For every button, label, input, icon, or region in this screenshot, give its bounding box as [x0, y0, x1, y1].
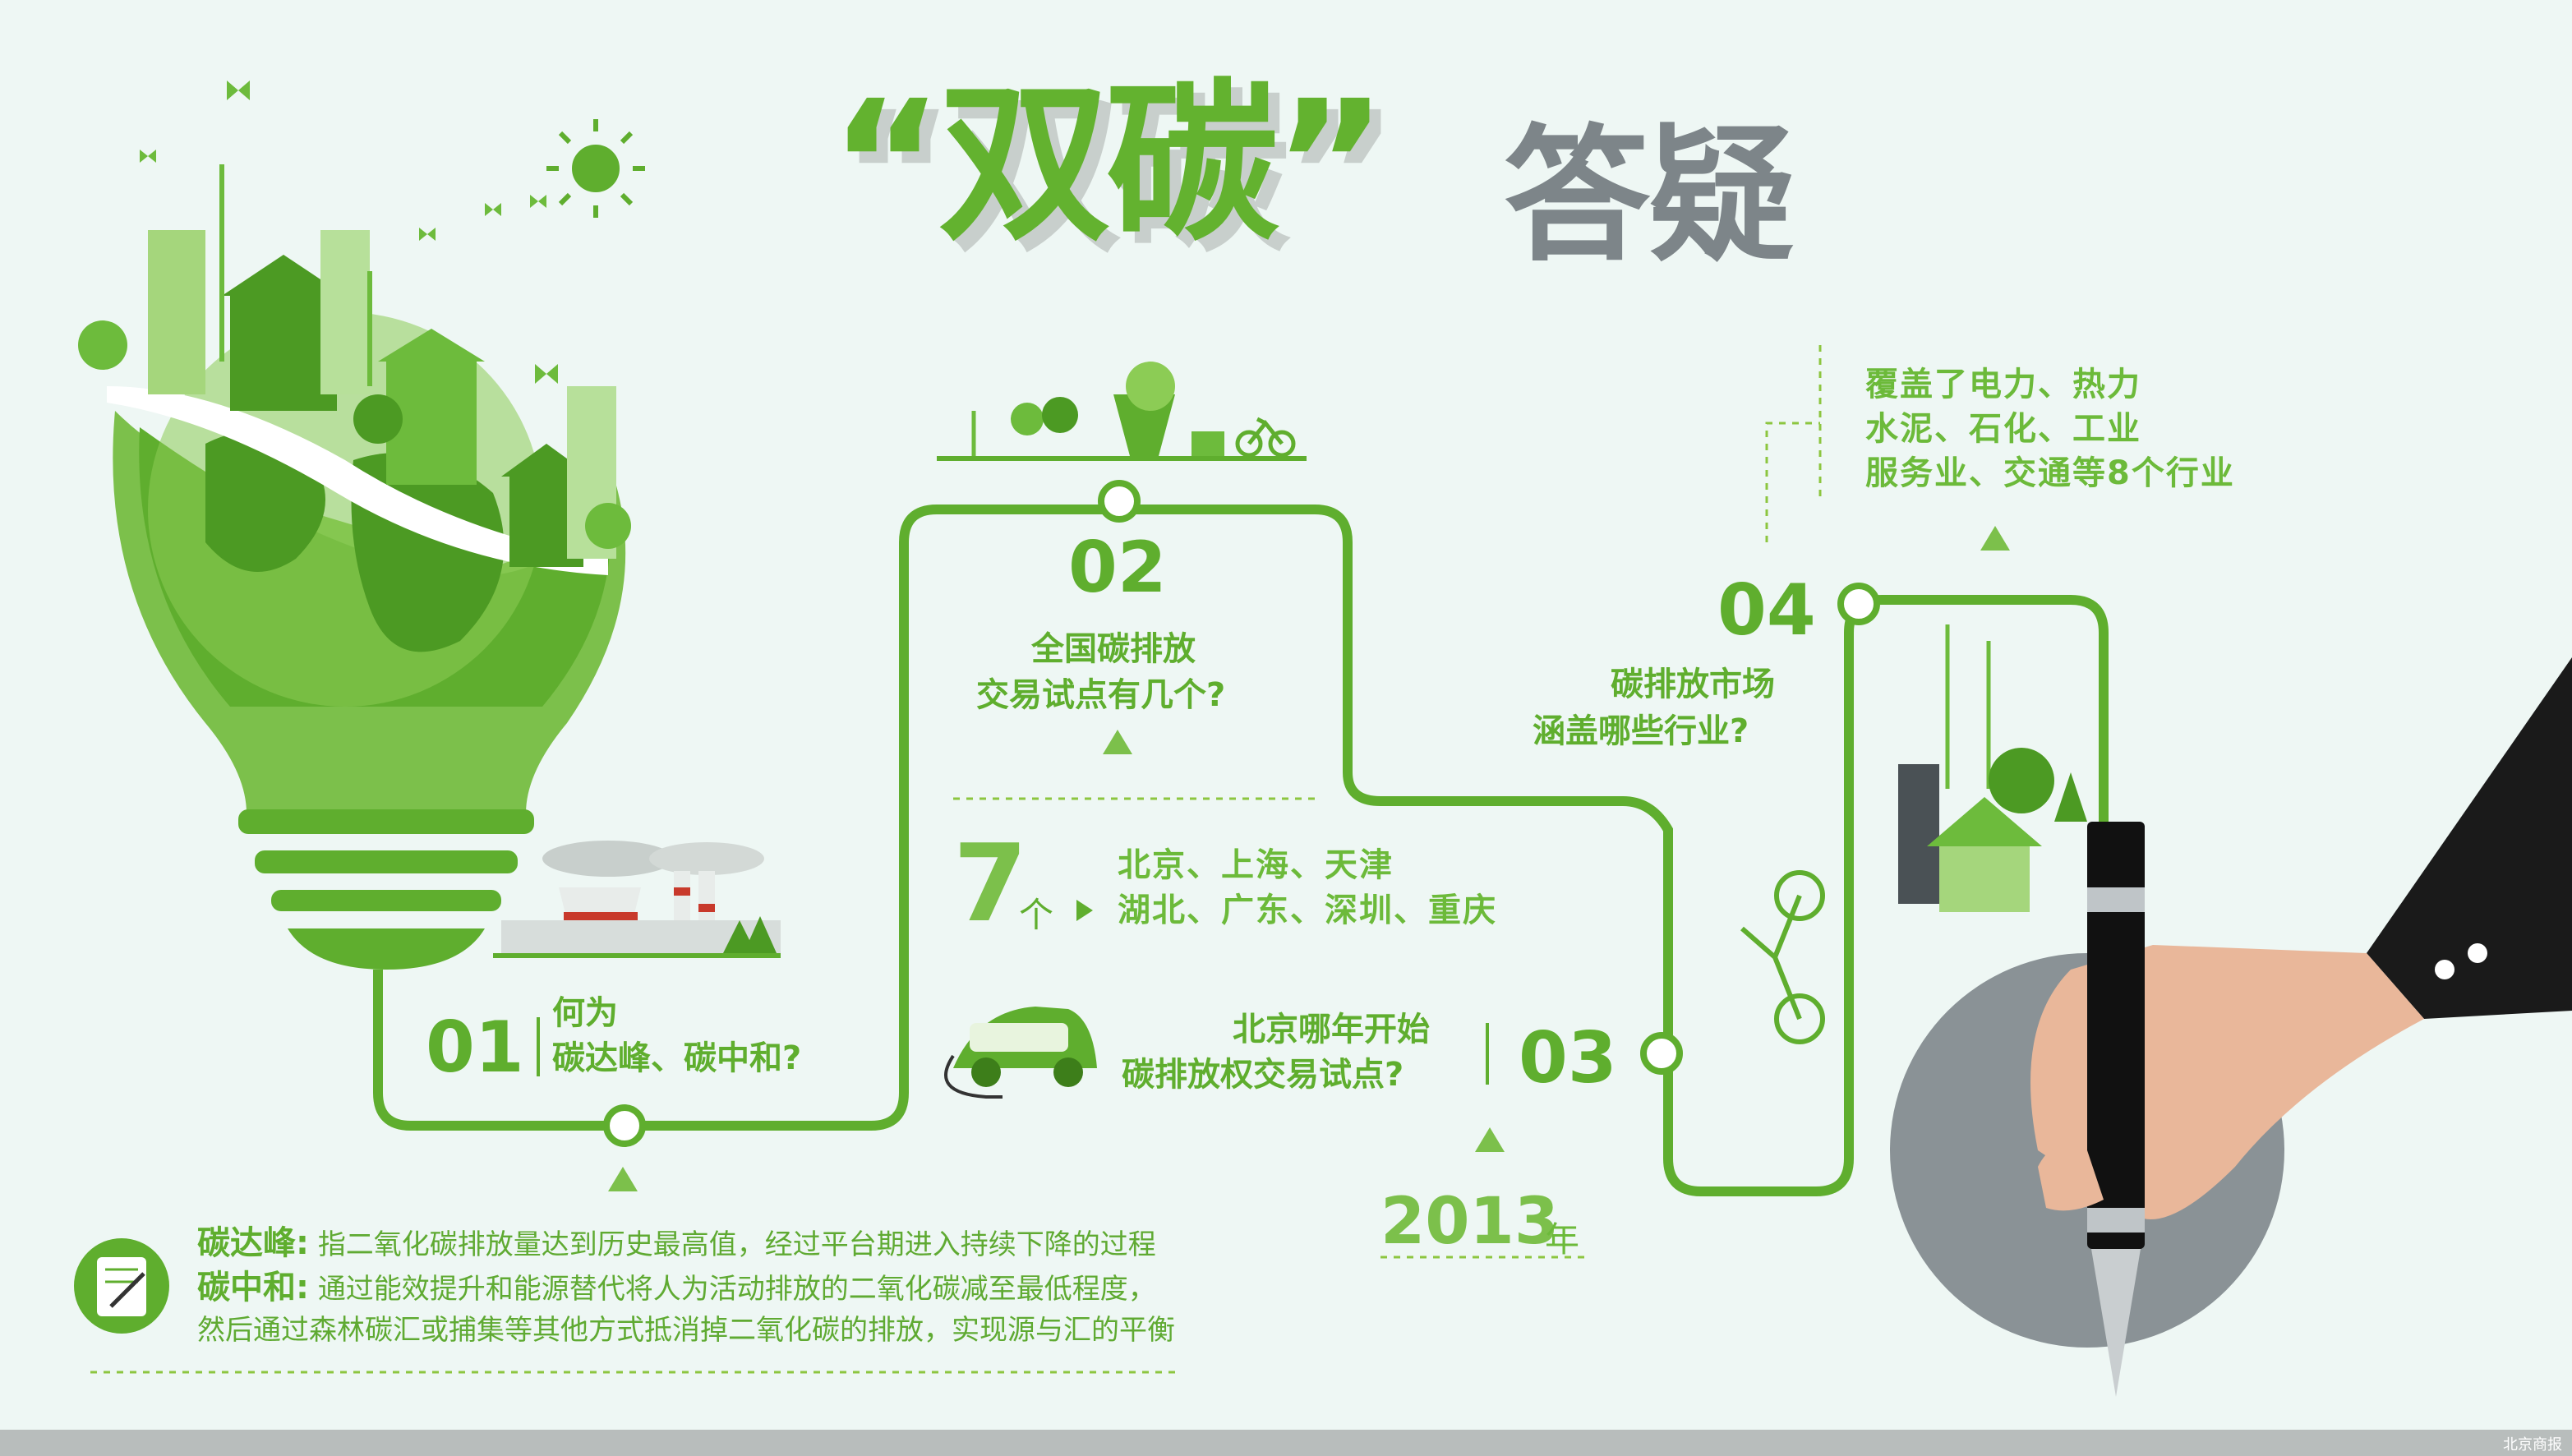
house-icon — [1898, 624, 2087, 912]
triangle-icon — [608, 1167, 638, 1191]
step-02-question-line2: 交易试点有几个? — [976, 676, 1226, 714]
arrow-icon — [1076, 900, 1093, 921]
triangle-icon — [1103, 730, 1132, 754]
title-quoted: “双碳” — [830, 63, 1387, 265]
credit-label: 北京商报 — [2503, 1436, 2562, 1454]
node-04 — [1837, 583, 1880, 625]
glossary-neutral-def2: 然后通过森林碳汇或捕集等其他方式抵消掉二氧化碳的排放，实现源与汇的平衡 — [197, 1314, 1175, 1347]
step-04-question-line1: 碳排放市场 — [1611, 666, 1775, 703]
butterfly-icon — [140, 81, 558, 384]
footer-bar — [0, 1430, 2572, 1456]
triangle-icon — [1475, 1127, 1505, 1152]
bicycle-icon — [1235, 417, 1296, 458]
glossary-peak: 碳达峰: 指二氧化碳排放量达到历史最高值，经过平台期进入持续下降的过程 — [197, 1224, 1156, 1264]
step-03-answer-year: 2013 — [1380, 1185, 1560, 1259]
step-02-answer-line2: 湖北、广东、深圳、重庆 — [1118, 892, 1497, 929]
step-04-number: 04 — [1717, 569, 1816, 652]
step-03-answer-unit: 年 — [1545, 1219, 1580, 1260]
step-04-answer-line3: 服务业、交通等8个行业 — [1865, 454, 2235, 492]
step-04-question-line2: 涵盖哪些行业? — [1533, 712, 1749, 750]
step-03-question-line1: 北京哪年开始 — [1233, 1011, 1430, 1048]
bicycle-icon — [1740, 870, 1825, 1044]
step-01-number: 01 — [426, 1007, 524, 1089]
step-02-number: 02 — [1068, 527, 1167, 609]
node-02 — [1098, 480, 1141, 523]
divider — [1765, 345, 1822, 542]
triangle-icon — [1980, 526, 2010, 551]
step-04-answer-line2: 水泥、石化、工业 — [1865, 410, 2141, 448]
node-01 — [603, 1104, 646, 1147]
step-02-question-line1: 全国碳排放 — [1031, 630, 1196, 668]
city-skyline — [78, 164, 631, 567]
node-03 — [1640, 1032, 1683, 1075]
step-02-answer-unit: 个 — [1019, 895, 1054, 935]
step-01-question-line2: 碳达峰、碳中和? — [552, 1039, 802, 1077]
glossary-neutral-def1: 通过能效提升和能源替代将人为活动排放的二氧化碳减至最低程度， — [317, 1273, 1156, 1306]
notepad-icon — [74, 1238, 169, 1334]
step-02-answer-number: 7 — [953, 821, 1028, 946]
glossary-neutral-term: 碳中和: — [197, 1269, 309, 1306]
glossary-peak-term: 碳达峰: — [197, 1224, 309, 1262]
hand-pen-icon — [1890, 657, 2572, 1397]
step-02-answer-line1: 北京、上海、天津 — [1118, 846, 1394, 884]
step-04-answer-line1: 覆盖了电力、热力 — [1865, 366, 2141, 403]
factory-icon — [493, 841, 781, 958]
title-rest: 答疑 — [1504, 111, 1795, 281]
landscape-icon — [937, 362, 1307, 461]
sun-icon — [546, 119, 645, 218]
electric-car-icon — [944, 1007, 1097, 1099]
step-03-question-line2: 碳排放权交易试点? — [1122, 1056, 1404, 1094]
glossary-neutral: 碳中和: 通过能效提升和能源替代将人为活动排放的二氧化碳减至最低程度， — [197, 1269, 1156, 1308]
glossary-peak-def: 指二氧化碳排放量达到历史最高值，经过平台期进入持续下降的过程 — [317, 1228, 1156, 1261]
step-01-question-line1: 何为 — [552, 994, 618, 1032]
step-03-number: 03 — [1519, 1017, 1617, 1099]
